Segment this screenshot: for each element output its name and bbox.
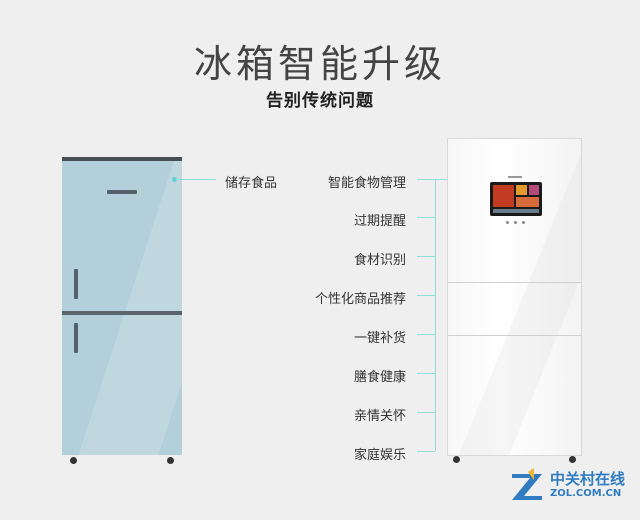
brand-logo <box>508 176 522 178</box>
door-divider <box>62 311 182 315</box>
screen-tile <box>493 185 514 207</box>
screen-tile <box>516 197 539 207</box>
feature-label-diet-health: 膳食健康 <box>353 370 406 385</box>
feature-label-one-click-restock: 一键补货 <box>353 331 406 346</box>
page-title: 冰箱智能升级 <box>193 42 446 86</box>
zol-logo-icon <box>512 468 542 500</box>
fridge-body <box>62 161 182 455</box>
feature-label-family-care: 亲情关怀 <box>353 409 406 424</box>
feature-label-food-management: 智能食物管理 <box>327 176 406 191</box>
fridge-touchscreen <box>490 182 542 216</box>
screen-bar <box>493 209 539 213</box>
feature-label-recommendation: 个性化商品推荐 <box>314 292 406 307</box>
feature-label-food-recognition: 食材识别 <box>353 253 406 268</box>
watermark-url: ZOL.COM.CN <box>550 488 622 499</box>
fridge-foot <box>70 457 77 464</box>
feature-label-home-entertainment: 家庭娱乐 <box>353 448 406 463</box>
screen-button <box>522 221 525 224</box>
connector-vertical-line <box>435 179 436 451</box>
door-seam <box>448 335 581 336</box>
connector-dot <box>172 177 177 182</box>
feature-label-storage: 储存食品 <box>225 176 278 191</box>
zol-watermark: 中关村在线 ZOL.COM.CN <box>508 466 628 506</box>
fridge-top-cap <box>62 157 182 161</box>
screen-tile <box>529 185 539 195</box>
smart-fridge-illustration <box>447 138 582 463</box>
door-seam <box>448 282 581 283</box>
page-subtitle: 告别传统问题 <box>266 91 374 111</box>
watermark-name: 中关村在线 <box>550 470 626 488</box>
lower-door-handle <box>74 323 78 353</box>
connector-line <box>417 451 435 452</box>
upper-door-handle <box>74 269 78 299</box>
screen-button <box>506 221 509 224</box>
fridge-reflection <box>63 161 182 455</box>
fridge-body <box>447 138 582 456</box>
connector-line <box>417 179 467 180</box>
screen-button <box>514 221 517 224</box>
connector-line <box>417 373 435 374</box>
fridge-foot <box>569 456 576 463</box>
connector-line <box>417 412 435 413</box>
freezer-handle <box>107 190 137 194</box>
fridge-foot <box>167 457 174 464</box>
traditional-fridge-illustration <box>62 157 182 465</box>
fridge-foot <box>453 456 460 463</box>
connector-line <box>417 256 435 257</box>
connector-line <box>176 179 216 180</box>
feature-label-expiry-reminder: 过期提醒 <box>353 214 406 229</box>
connector-line <box>417 217 435 218</box>
screen-tile <box>516 185 527 195</box>
connector-line <box>417 334 435 335</box>
connector-line <box>417 295 435 296</box>
